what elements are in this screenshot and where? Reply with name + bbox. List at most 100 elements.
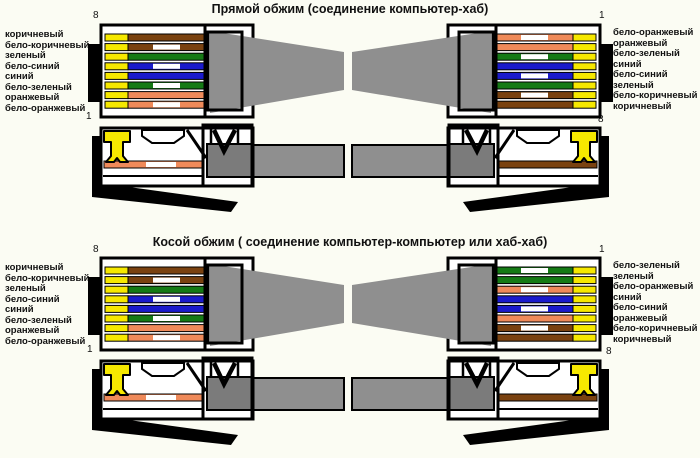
- wire: [127, 324, 206, 333]
- pin-contact: [570, 130, 598, 163]
- wire-label: бело-зеленый: [613, 260, 680, 271]
- crimp-notch: [464, 361, 490, 390]
- cable: [251, 144, 345, 178]
- pin-contact: [104, 52, 129, 61]
- pin-contact: [572, 276, 597, 285]
- pin-number: 8: [606, 346, 612, 357]
- wire-label: бело-коричневый: [613, 323, 698, 334]
- pin-contact: [572, 81, 597, 90]
- wire-label: оранжевый: [613, 37, 668, 49]
- rj45-plug-top-view-left: [88, 23, 344, 119]
- pin-number: 1: [599, 244, 605, 255]
- wire-label: зеленый: [5, 50, 46, 61]
- wire-stripe: [521, 73, 548, 79]
- wire-label: бело-синий: [613, 69, 668, 80]
- pin-number: 8: [93, 10, 99, 21]
- wire-label: бело-коричневый: [5, 272, 90, 284]
- cable: [351, 377, 450, 411]
- wire-label: бело-синий: [613, 302, 668, 313]
- cavity-notch: [516, 362, 560, 377]
- pin-contact: [104, 33, 129, 42]
- pin-contact: [104, 91, 129, 100]
- boot: [201, 123, 254, 188]
- cavity-notch: [141, 362, 185, 377]
- pin-number: 1: [87, 344, 93, 355]
- pin-contact: [104, 285, 129, 294]
- wire-stripe: [521, 268, 548, 273]
- wire-label: бело-синий: [5, 293, 60, 305]
- cable: [210, 264, 344, 346]
- pin-contact: [103, 363, 131, 396]
- rj45-plug-side-view-left: [92, 356, 255, 445]
- wire-label: синий: [613, 58, 642, 70]
- boot: [447, 123, 500, 188]
- wire-label: коричневый: [5, 29, 64, 40]
- section-title-crossover: Косой обжим ( соединение компьютер-компь…: [152, 235, 548, 249]
- crimp-notch: [211, 128, 237, 157]
- wire-label: бело-оранжевый: [5, 335, 86, 347]
- pin-contact: [572, 52, 597, 61]
- wire-stripe: [521, 325, 548, 331]
- latch-lever: [92, 415, 238, 445]
- pin-contact: [104, 62, 129, 71]
- pin-contact: [104, 276, 129, 285]
- wire-stripe: [146, 395, 176, 400]
- wire-stripe: [521, 306, 548, 312]
- boot: [447, 356, 500, 421]
- pin-number: 1: [599, 10, 605, 21]
- cable: [352, 264, 491, 346]
- boot: [201, 356, 254, 421]
- pin-contact: [572, 304, 597, 313]
- pin-contact: [103, 130, 131, 163]
- cable: [351, 144, 450, 178]
- crimp-notch: [464, 128, 490, 157]
- wire-label: оранжевый: [5, 325, 60, 336]
- pin-contact: [572, 91, 597, 100]
- wire-stripe: [153, 102, 180, 108]
- pin-contact: [572, 33, 597, 42]
- wire: [495, 333, 574, 342]
- pin-contact: [572, 43, 597, 52]
- latch-lever: [463, 182, 609, 212]
- wire-label: бело-коричневый: [5, 39, 90, 51]
- rj45-plug-side-view-right: [446, 356, 609, 445]
- pin-contact: [572, 285, 597, 294]
- cable-end: [206, 376, 254, 411]
- wire-stripe: [146, 162, 176, 167]
- pin-contact: [572, 324, 597, 333]
- wire-stripe: [153, 296, 180, 302]
- cable: [352, 31, 491, 113]
- boot: [206, 30, 244, 112]
- cable-run-side-view: [251, 377, 450, 411]
- boot: [457, 263, 495, 345]
- rj45-plug-top-view-left: [88, 256, 344, 352]
- wire-stripe: [153, 277, 180, 283]
- pin-contact: [104, 295, 129, 304]
- pin-contact: [104, 71, 129, 80]
- wire: [127, 52, 206, 61]
- wire: [127, 285, 206, 294]
- wire: [127, 71, 206, 80]
- wire-stripe: [153, 316, 180, 321]
- cable-run-side-view: [251, 144, 450, 178]
- wire: [495, 81, 574, 90]
- latch-lever: [92, 182, 238, 212]
- wire-label: синий: [5, 304, 34, 315]
- wire: [495, 100, 574, 109]
- pin-contact: [104, 304, 129, 313]
- wire-label: коричневый: [5, 262, 64, 273]
- wire-label: бело-зеленый: [613, 48, 680, 59]
- wire-label: оранжевый: [613, 312, 668, 324]
- wire-stripe: [521, 54, 548, 60]
- wire: [127, 91, 206, 100]
- pin-contact: [572, 314, 597, 323]
- wire-label: бело-зеленый: [5, 314, 72, 326]
- pin-contact: [104, 81, 129, 90]
- cable: [251, 377, 345, 411]
- wire-stripe: [153, 335, 180, 341]
